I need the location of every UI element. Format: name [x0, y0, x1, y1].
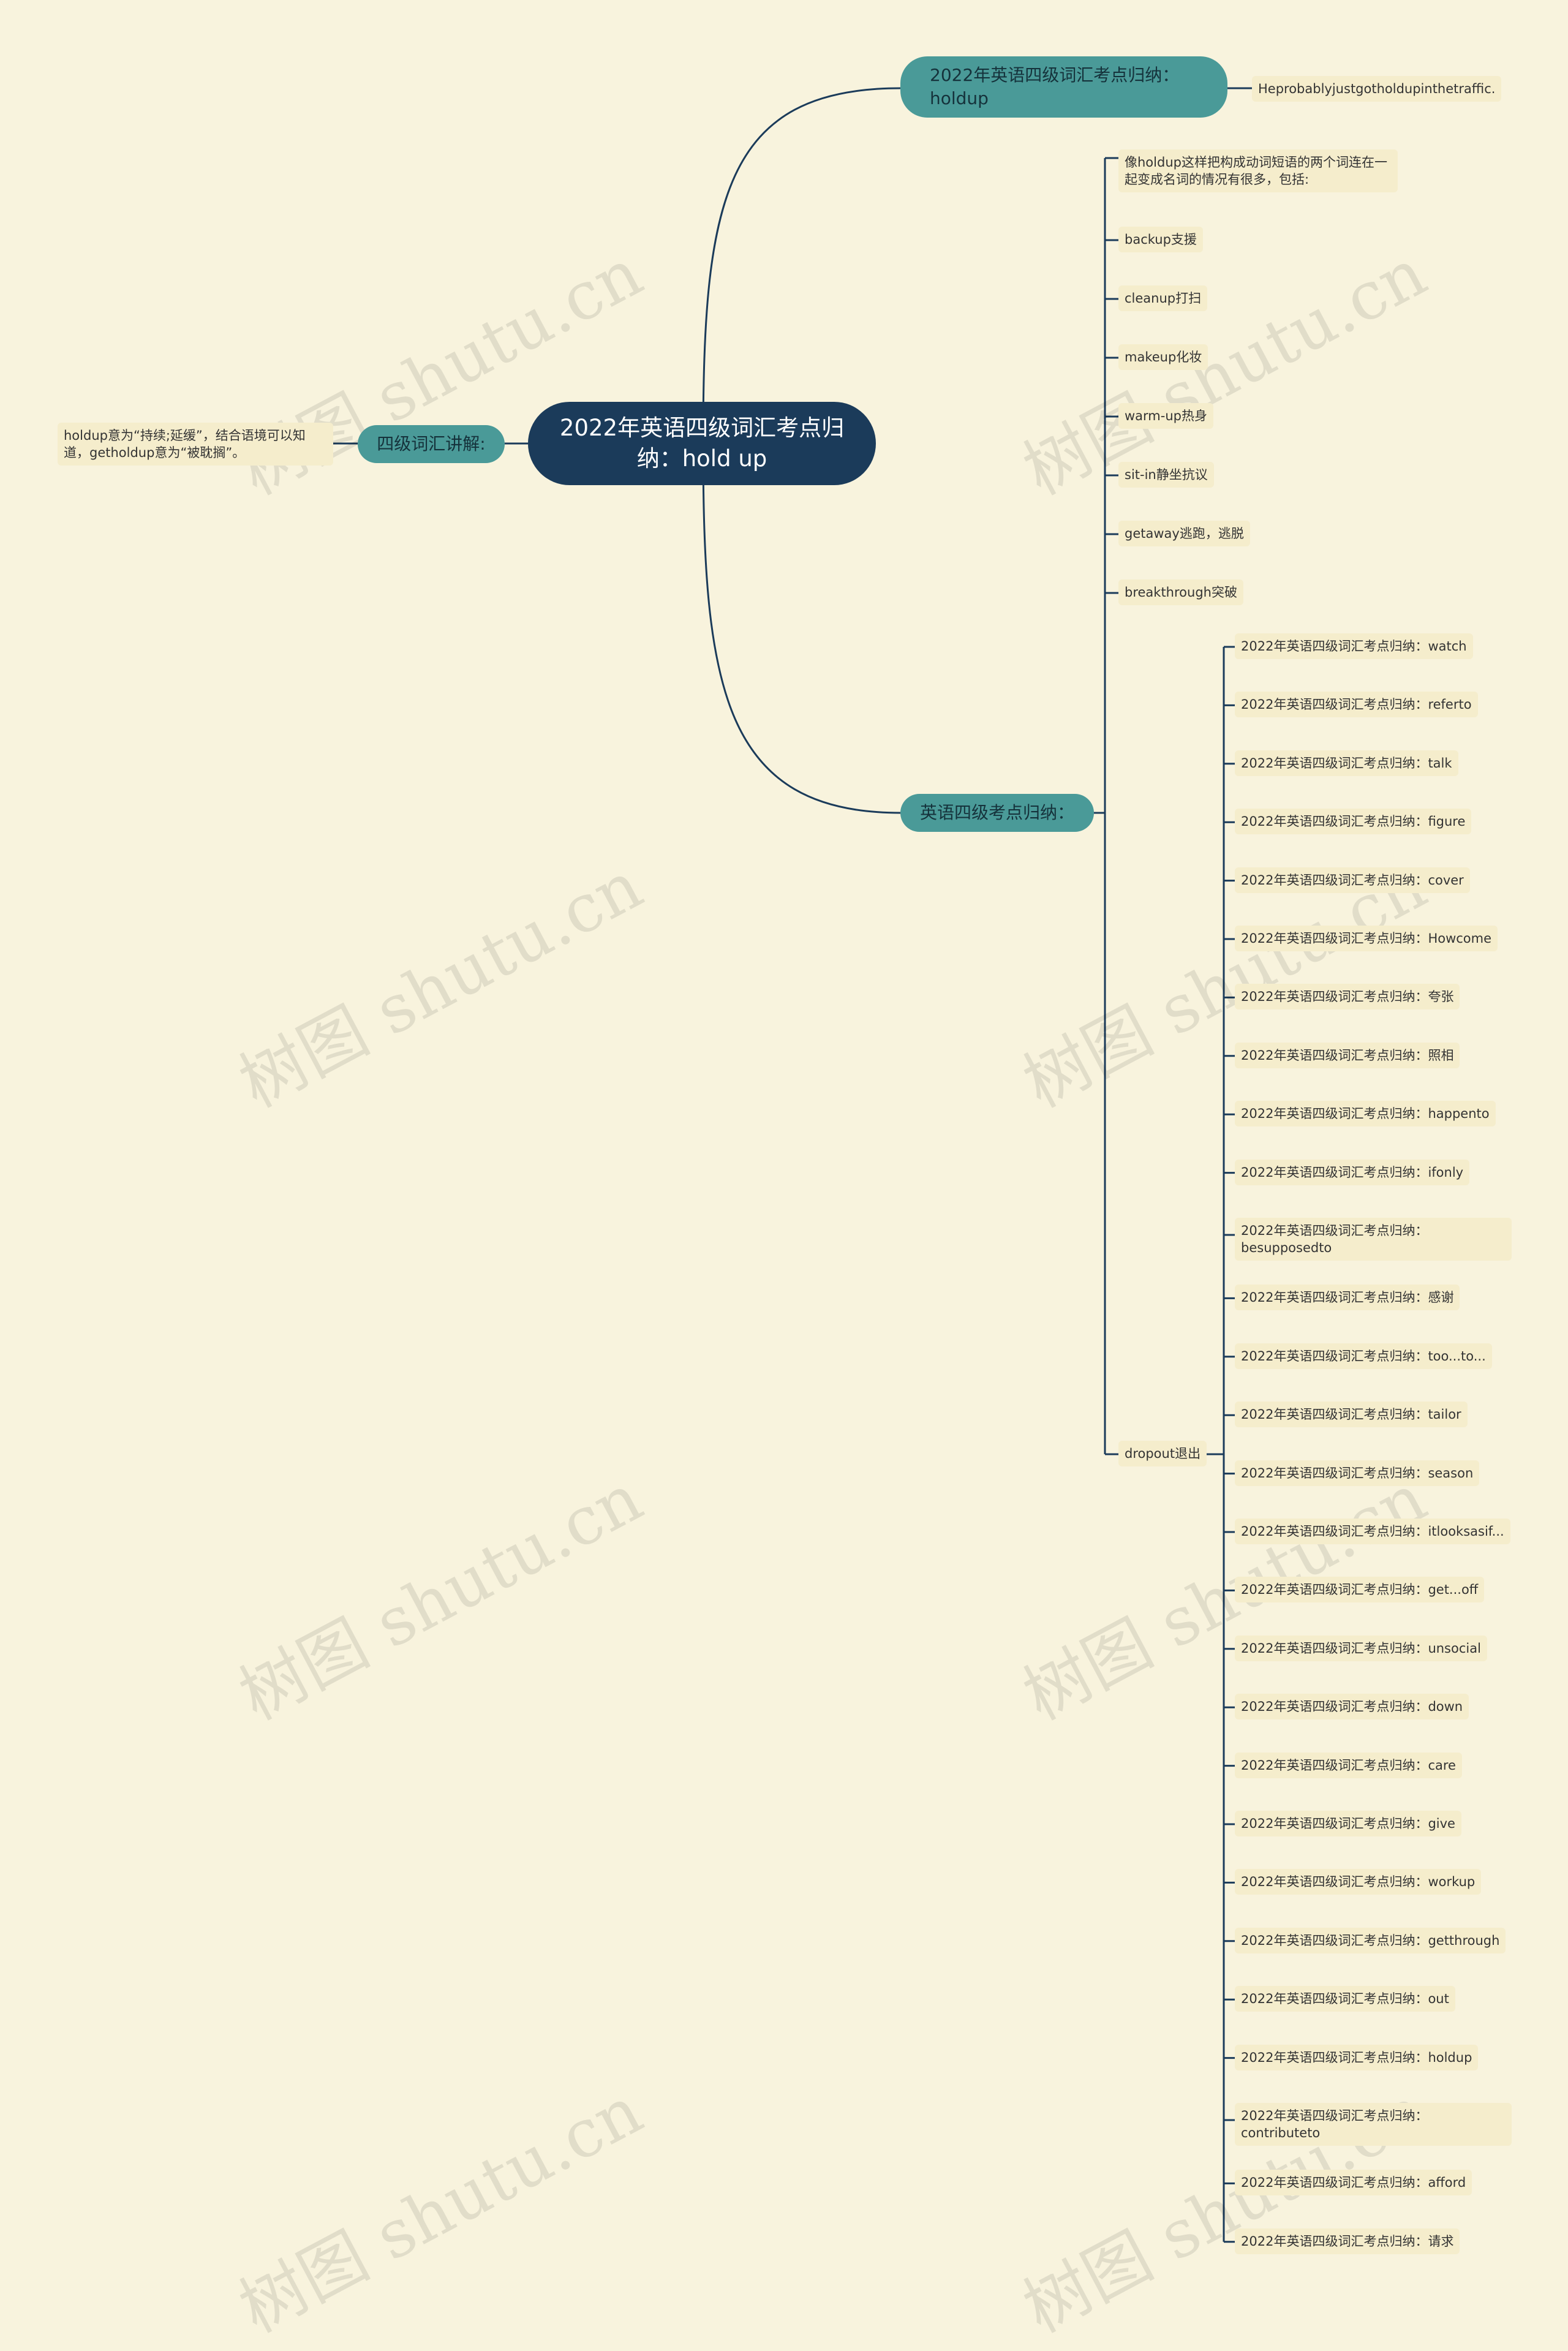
leaf-dropout-subtopic[interactable]: 2022年英语四级词汇考点归纳：夸张	[1235, 984, 1460, 1010]
leaf-dropout-subtopic[interactable]: 2022年英语四级词汇考点归纳：ifonly	[1235, 1159, 1470, 1185]
leaf-exam-point[interactable]: makeup化妆	[1118, 344, 1208, 370]
root-topic[interactable]: 2022年英语四级词汇考点归纳：hold up	[528, 402, 876, 485]
leaf-dropout-subtopic[interactable]: 2022年英语四级词汇考点归纳：out	[1235, 1986, 1455, 2012]
connector-line	[702, 87, 901, 444]
leaf-dropout[interactable]: dropout退出	[1118, 1441, 1207, 1466]
leaf-dropout-subtopic[interactable]: 2022年英语四级词汇考点归纳：season	[1235, 1460, 1480, 1486]
leaf-exam-point[interactable]: cleanup打扫	[1118, 285, 1208, 311]
leaf-exam-point[interactable]: getaway逃跑，逃脱	[1118, 521, 1250, 546]
leaf-exam-point[interactable]: sit-in静坐抗议	[1118, 462, 1214, 488]
leaf-dropout-subtopic[interactable]: 2022年英语四级词汇考点归纳：happento	[1235, 1101, 1496, 1127]
leaf-dropout-subtopic[interactable]: 2022年英语四级词汇考点归纳：感谢	[1235, 1285, 1460, 1311]
leaf-holdup-meaning[interactable]: holdup意为“持续;延缓”，结合语境可以知道，getholdup意为“被耽搁…	[58, 423, 333, 466]
leaf-dropout-subtopic[interactable]: 2022年英语四级词汇考点归纳：itlooksasif...	[1235, 1519, 1510, 1544]
leaf-dropout-subtopic[interactable]: 2022年英语四级词汇考点归纳：watch	[1235, 633, 1473, 659]
leaf-dropout-subtopic[interactable]: 2022年英语四级词汇考点归纳：unsocial	[1235, 1635, 1487, 1661]
leaf-dropout-subtopic[interactable]: 2022年英语四级词汇考点归纳：照相	[1235, 1042, 1460, 1068]
leaf-dropout-subtopic[interactable]: 2022年英语四级词汇考点归纳：contributeto	[1235, 2103, 1512, 2146]
leaf-dropout-subtopic[interactable]: 2022年英语四级词汇考点归纳：give	[1235, 1811, 1461, 1836]
leaf-dropout-subtopic[interactable]: 2022年英语四级词汇考点归纳：besupposedto	[1235, 1218, 1512, 1261]
leaf-dropout-subtopic[interactable]: 2022年英语四级词汇考点归纳：too...to...	[1235, 1343, 1492, 1369]
connector-line	[702, 443, 901, 814]
leaf-dropout-subtopic[interactable]: 2022年英语四级词汇考点归纳：care	[1235, 1752, 1462, 1778]
leaf-dropout-subtopic[interactable]: 2022年英语四级词汇考点归纳：cover	[1235, 867, 1470, 893]
leaf-dropout-subtopic[interactable]: 2022年英语四级词汇考点归纳：workup	[1235, 1869, 1482, 1895]
branch-vocab-explain[interactable]: 四级词汇讲解:	[358, 425, 505, 463]
leaf-dropout-subtopic[interactable]: 2022年英语四级词汇考点归纳：Howcome	[1235, 926, 1498, 951]
leaf-exam-point[interactable]: breakthrough突破	[1118, 579, 1243, 605]
branch-exam-points[interactable]: 英语四级考点归纳：	[900, 794, 1094, 832]
leaf-dropout-subtopic[interactable]: 2022年英语四级词汇考点归纳：referto	[1235, 692, 1478, 718]
leaf-exam-point[interactable]: 像holdup这样把构成动词短语的两个词连在一起变成名词的情况有很多，包括:	[1118, 149, 1398, 192]
leaf-exam-point[interactable]: warm-up热身	[1118, 403, 1213, 429]
leaf-dropout-subtopic[interactable]: 2022年英语四级词汇考点归纳：get...off	[1235, 1577, 1485, 1603]
leaf-dropout-subtopic[interactable]: 2022年英语四级词汇考点归纳：tailor	[1235, 1402, 1468, 1428]
leaf-dropout-subtopic[interactable]: 2022年英语四级词汇考点归纳：请求	[1235, 2228, 1460, 2254]
leaf-dropout-subtopic[interactable]: 2022年英语四级词汇考点归纳：figure	[1235, 809, 1472, 835]
branch-holdup[interactable]: 2022年英语四级词汇考点归纳：holdup	[900, 56, 1227, 118]
leaf-dropout-subtopic[interactable]: 2022年英语四级词汇考点归纳：talk	[1235, 750, 1458, 776]
leaf-dropout-subtopic[interactable]: 2022年英语四级词汇考点归纳：down	[1235, 1694, 1469, 1720]
leaf-example-sentence[interactable]: Heprobablyjustgotholdupinthetraffic.	[1252, 76, 1502, 102]
leaf-dropout-subtopic[interactable]: 2022年英语四级词汇考点归纳：holdup	[1235, 2044, 1479, 2070]
leaf-exam-point[interactable]: backup支援	[1118, 227, 1203, 252]
leaf-dropout-subtopic[interactable]: 2022年英语四级词汇考点归纳：getthrough	[1235, 1927, 1506, 1953]
leaf-dropout-subtopic[interactable]: 2022年英语四级词汇考点归纳：afford	[1235, 2170, 1472, 2196]
